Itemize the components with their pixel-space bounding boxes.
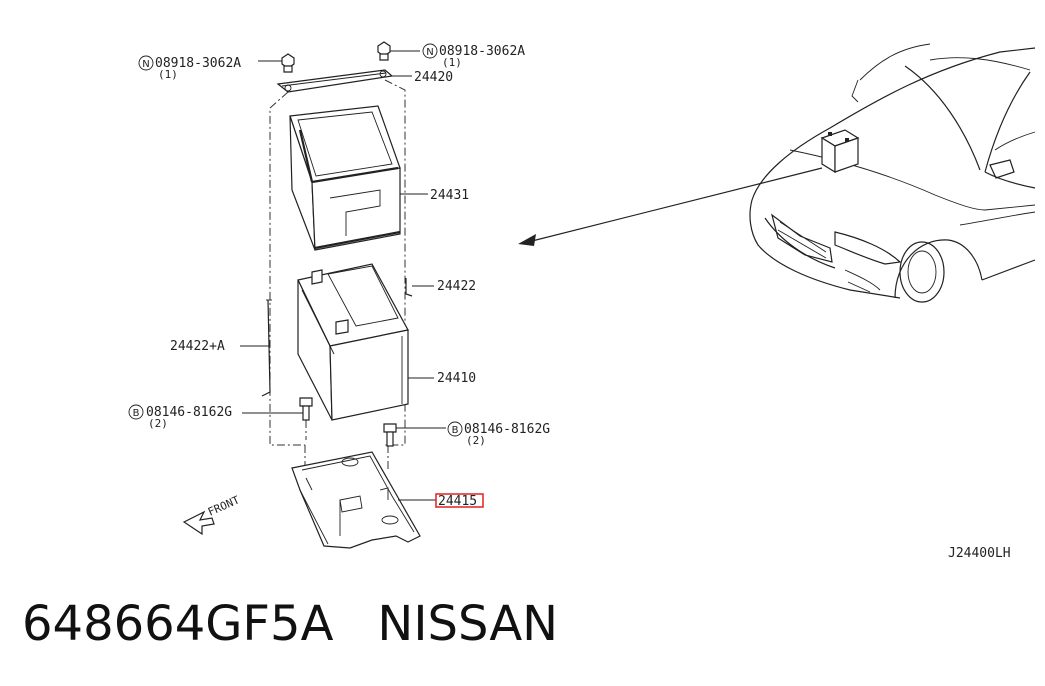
diagram-code: J24400LH <box>948 546 1011 561</box>
battery-cover <box>289 105 428 251</box>
nut-left <box>258 53 295 73</box>
location-pointer-arrow <box>518 167 823 246</box>
assembly-guide-lines <box>269 79 406 470</box>
front-direction-indicator: FRONT <box>182 493 242 536</box>
part-number: 648664GF5A <box>22 596 334 652</box>
battery-tray <box>291 451 436 549</box>
callout-battery: 24410 <box>437 371 476 386</box>
bolt-right-qty: (2) <box>466 434 486 447</box>
nut-left-qty: (1) <box>158 68 178 81</box>
bolt-right-code: 08146-8162G <box>464 422 550 437</box>
battery-location-icon <box>820 129 860 174</box>
callout-rod-left: 24422+A <box>170 339 225 354</box>
nut-left-symbol: N <box>142 59 149 70</box>
callout-bolt-right: B 08146-8162G (2) <box>447 421 550 447</box>
nut-right-symbol: N <box>426 47 433 58</box>
callout-tray: 24415 <box>435 493 484 509</box>
callout-battery-cover: 24431 <box>430 188 469 203</box>
part-caption: 648664GF5A NISSAN <box>22 596 558 652</box>
tray-highlight-box <box>435 493 484 508</box>
front-label: FRONT <box>206 493 242 518</box>
callout-nut-left: N 08918-3062A (1) <box>138 55 241 81</box>
bolt-left-code: 08146-8162G <box>146 405 232 420</box>
brand-name: NISSAN <box>377 596 559 652</box>
nut-right-code: 08918-3062A <box>439 44 525 59</box>
callout-tray-number: 24415 <box>438 494 477 509</box>
nut-left-code: 08918-3062A <box>155 56 241 71</box>
hold-down-bar <box>276 69 394 93</box>
vehicle-illustration <box>749 43 1036 303</box>
callout-bolt-left: B 08146-8162G (2) <box>128 404 232 430</box>
hold-down-rod-right <box>405 278 434 297</box>
bolt-left <box>242 397 313 421</box>
nut-right <box>377 41 420 61</box>
callout-hold-down-bar: 24420 <box>414 70 453 85</box>
callout-rod-right: 24422 <box>437 279 476 294</box>
callout-nut-right: N 08918-3062A (1) <box>422 43 525 69</box>
hold-down-rod-left <box>240 299 272 397</box>
battery <box>297 263 434 421</box>
nut-right-qty: (1) <box>442 56 462 69</box>
bolt-right <box>383 423 446 447</box>
bolt-left-symbol: B <box>133 408 140 419</box>
bolt-right-symbol: B <box>452 425 459 436</box>
bolt-left-qty: (2) <box>148 417 168 430</box>
